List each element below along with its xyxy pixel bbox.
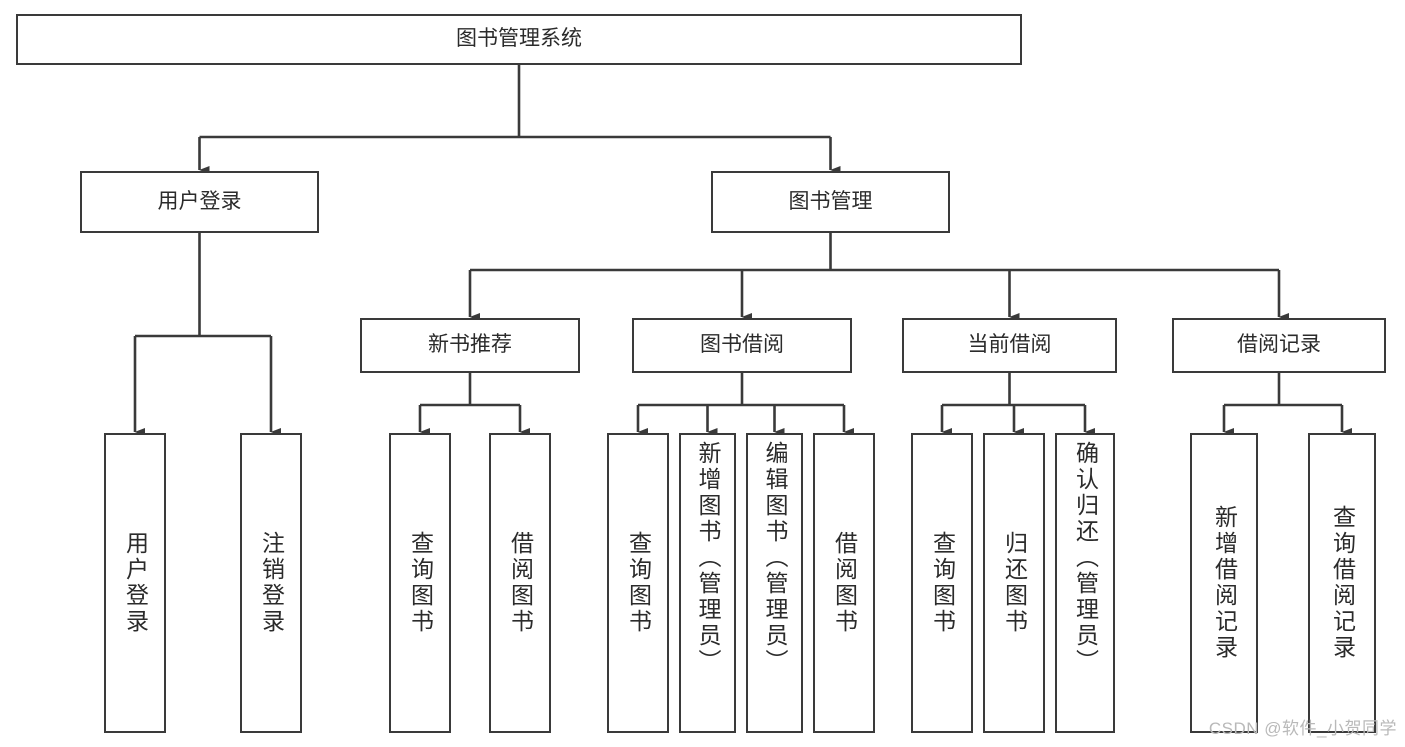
node-new-book-rec[interactable]: 新书推荐 [360,318,580,373]
node-leaf-confirm-return[interactable]: 确认归还（管理员） [1055,433,1115,733]
csdn-watermark: CSDN @软件_小贺同学 [1208,719,1397,738]
node-leaf-borrow-book-rec[interactable]: 借阅图书 [489,433,551,733]
node-leaf-query-book-borrow[interactable]: 查询图书 [607,433,669,733]
node-label: 图书管理系统 [456,27,582,51]
node-leaf-edit-book[interactable]: 编辑图书（管理员） [746,433,803,733]
node-label: 查询图书 [929,531,956,635]
node-borrow-record[interactable]: 借阅记录 [1172,318,1386,373]
node-label: 查询图书 [407,531,434,635]
node-leaf-query-book-rec[interactable]: 查询图书 [389,433,451,733]
node-leaf-user-login[interactable]: 用户登录 [104,433,166,733]
node-leaf-query-book-cur[interactable]: 查询图书 [911,433,973,733]
node-user-login[interactable]: 用户登录 [80,171,319,233]
node-label: 查询图书 [625,531,652,635]
node-label: 新增图书（管理员） [695,441,721,675]
node-label: 借阅图书 [831,531,858,635]
node-label: 图书管理 [788,189,873,213]
node-leaf-add-record[interactable]: 新增借阅记录 [1190,433,1258,733]
node-label: 借阅记录 [1237,333,1321,357]
node-label: 图书借阅 [700,333,784,357]
node-label: 当前借阅 [967,333,1052,357]
node-root[interactable]: 图书管理系统 [16,14,1022,65]
node-label: 注销登录 [258,531,285,635]
node-label: 查询借阅记录 [1329,505,1356,661]
node-leaf-query-record[interactable]: 查询借阅记录 [1308,433,1376,733]
node-label: 借阅图书 [507,531,534,635]
node-label: 新书推荐 [428,333,512,357]
node-label: 用户登录 [122,531,149,635]
node-label: 归还图书 [1001,531,1028,635]
node-leaf-borrow-book[interactable]: 借阅图书 [813,433,875,733]
node-leaf-add-book[interactable]: 新增图书（管理员） [679,433,736,733]
node-label: 新增借阅记录 [1211,505,1238,661]
node-label: 确认归还（管理员） [1072,441,1099,675]
node-leaf-logout[interactable]: 注销登录 [240,433,302,733]
node-label: 编辑图书（管理员） [762,441,788,675]
node-label: 用户登录 [157,189,242,213]
node-book-borrow[interactable]: 图书借阅 [632,318,852,373]
node-current-borrow[interactable]: 当前借阅 [902,318,1117,373]
node-leaf-return-book[interactable]: 归还图书 [983,433,1045,733]
node-book-manage[interactable]: 图书管理 [711,171,950,233]
